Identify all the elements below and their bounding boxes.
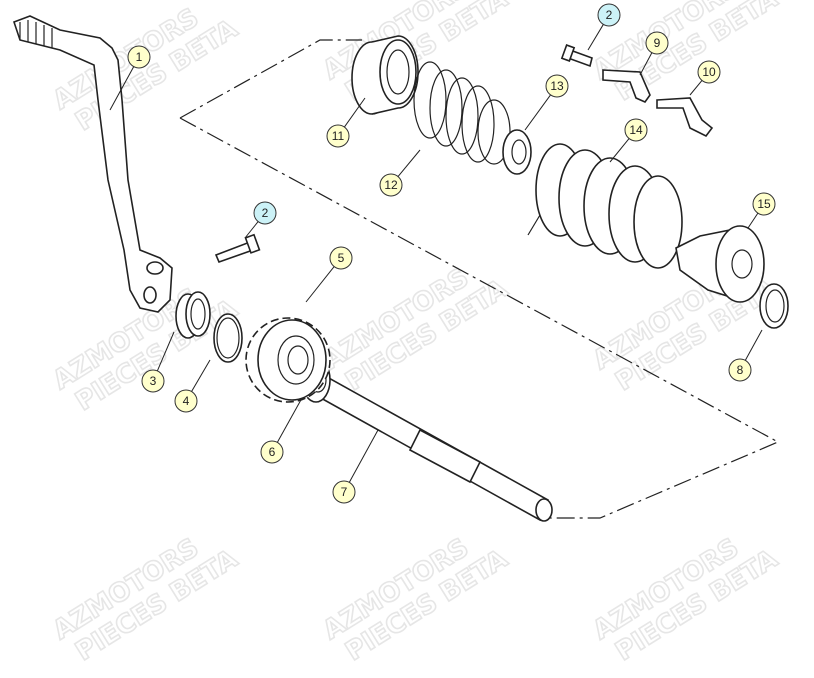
bracket	[656, 97, 714, 138]
callout-label: 13	[550, 79, 564, 93]
callout-circle	[728, 358, 752, 382]
callout-label: 2	[262, 206, 269, 220]
leader-line	[244, 221, 259, 239]
leader-line	[587, 24, 604, 51]
callout-label: 4	[183, 394, 190, 408]
leader-line	[276, 397, 303, 443]
callout-4[interactable]: 4	[174, 359, 211, 413]
callout-5[interactable]: 5	[305, 246, 353, 303]
callout-circle	[752, 192, 776, 216]
callout-circle	[645, 31, 669, 55]
kickstart-gear	[245, 317, 331, 403]
leader-line	[689, 80, 703, 96]
leader-line	[397, 149, 421, 177]
o-ring	[213, 313, 243, 363]
callout-circle	[174, 389, 198, 413]
callout-14[interactable]: 14	[609, 118, 648, 163]
leader-line	[109, 66, 135, 111]
bushing	[175, 291, 211, 339]
callout-circle	[329, 246, 353, 270]
callout-3[interactable]: 3	[141, 331, 175, 393]
callout-15[interactable]: 15	[747, 192, 776, 229]
callout-circle	[326, 124, 350, 148]
callout-8[interactable]: 8	[728, 329, 763, 382]
callout-label: 15	[757, 197, 771, 211]
callout-11[interactable]: 11	[326, 97, 366, 148]
callout-label: 6	[269, 445, 276, 459]
callout-label: 8	[737, 363, 744, 377]
bearing-bushing	[351, 35, 419, 115]
leader-line	[156, 331, 175, 372]
leader-line	[744, 329, 763, 361]
callout-9[interactable]: 9	[639, 31, 669, 76]
leader-line	[343, 97, 366, 128]
assembly-outline	[179, 39, 362, 119]
leader-line	[305, 266, 335, 303]
callout-circle	[253, 201, 277, 225]
callout-label: 11	[332, 129, 345, 143]
callout-10[interactable]: 10	[689, 60, 721, 96]
leader-line	[348, 429, 379, 483]
leader-line	[524, 94, 551, 131]
callout-label: 1	[136, 50, 143, 64]
spring-small	[413, 61, 511, 165]
bolt	[560, 44, 593, 68]
bolt	[214, 233, 261, 264]
callout-circle	[597, 3, 621, 27]
callout-label: 9	[654, 36, 661, 50]
bracket	[602, 69, 651, 103]
assembly-outline	[179, 117, 780, 519]
ratchet-sleeve	[675, 225, 765, 303]
callout-label: 5	[338, 251, 345, 265]
callout-circle	[697, 60, 721, 84]
leader-line	[609, 138, 630, 163]
callout-circle	[141, 369, 165, 393]
leader-line	[191, 359, 211, 392]
kick-lever	[12, 15, 173, 313]
callout-label: 12	[384, 178, 398, 192]
callout-6[interactable]: 6	[260, 397, 303, 464]
callout-circle	[545, 74, 569, 98]
callout-circle	[332, 480, 356, 504]
callout-label: 2	[606, 8, 613, 22]
callout-12[interactable]: 12	[379, 149, 421, 197]
washer	[502, 129, 532, 175]
callout-circle	[260, 440, 284, 464]
callout-2[interactable]: 2	[244, 201, 277, 239]
circlip	[759, 283, 789, 329]
leader-line	[747, 212, 759, 229]
callout-label: 3	[150, 374, 157, 388]
leader-line	[639, 52, 653, 76]
callout-label: 7	[341, 485, 348, 499]
callout-7[interactable]: 7	[332, 429, 379, 504]
callout-circle	[624, 118, 648, 142]
callout-label: 10	[702, 65, 716, 79]
callout-circle	[379, 173, 403, 197]
callout-2[interactable]: 2	[587, 3, 621, 51]
callout-1[interactable]: 1	[109, 45, 151, 111]
callout-circle	[127, 45, 151, 69]
callout-label: 14	[629, 123, 643, 137]
kickstart-spring	[527, 143, 683, 269]
callout-13[interactable]: 13	[524, 74, 569, 131]
